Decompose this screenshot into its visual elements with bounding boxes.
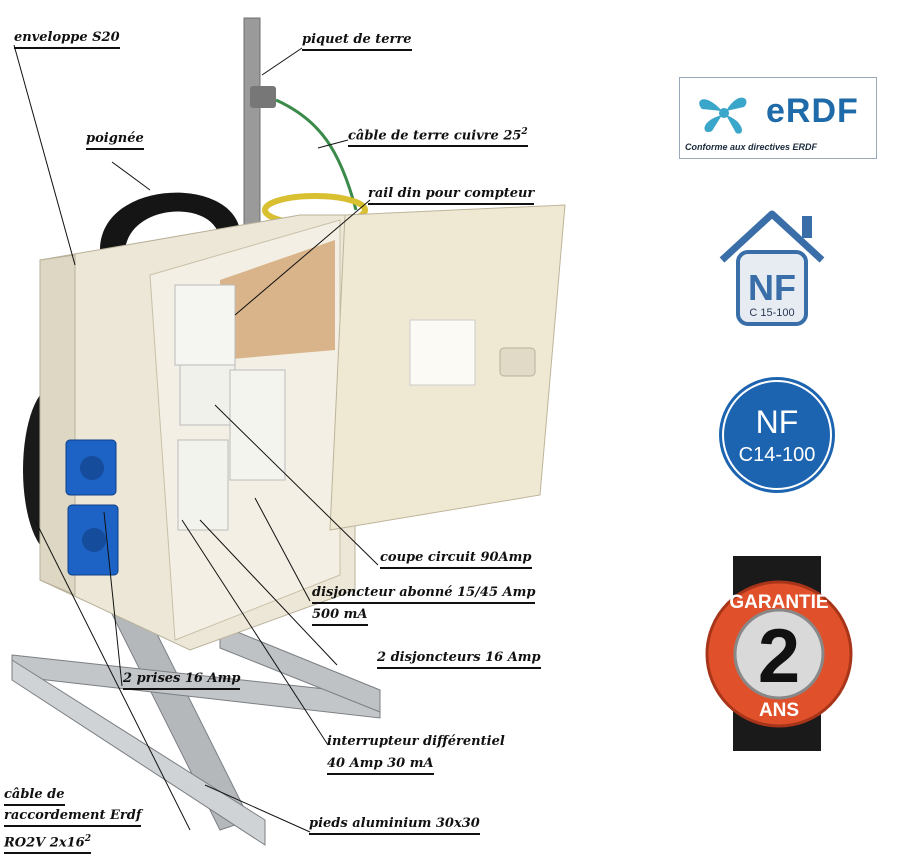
earth-rod bbox=[243, 17, 261, 229]
nf-house-icon: NF C 15-100 bbox=[719, 210, 825, 326]
garantie-badge: GARANTIE 2 ANS bbox=[705, 556, 857, 751]
label-cable-raccord-2: raccordement Erdf bbox=[4, 808, 142, 827]
erdf-fan-icon bbox=[699, 97, 747, 134]
label-interrupteur-1: interrupteur différentiel bbox=[327, 734, 505, 749]
label-cable-terre-text: câble de terre cuivre 25 bbox=[348, 128, 522, 144]
nf-circle-mark: NF bbox=[756, 404, 799, 440]
label-cable-terre-sup: 2 bbox=[521, 127, 528, 137]
label-interrupteur-2: 40 Amp 30 mA bbox=[327, 756, 434, 775]
nf-house-code: C 15-100 bbox=[749, 307, 794, 319]
erdf-subtitle: Conforme aux directives ERDF bbox=[685, 142, 818, 152]
earth-cable bbox=[275, 98, 358, 211]
label-cable-raccord-3: RO2V 2x162 bbox=[4, 831, 91, 855]
garantie-unit: ANS bbox=[759, 700, 799, 721]
label-enveloppe: enveloppe S20 bbox=[14, 30, 120, 49]
label-cable-raccord-3-text: RO2V 2x16 bbox=[4, 835, 85, 851]
nf-house-mark: NF bbox=[748, 267, 796, 308]
handle bbox=[100, 192, 240, 250]
garantie-word: GARANTIE bbox=[729, 592, 828, 613]
nf-c15-100-badge: NF C 15-100 bbox=[716, 208, 829, 328]
garantie-seal-icon: GARANTIE 2 ANS bbox=[705, 556, 853, 751]
label-cable-raccord-1: câble de bbox=[4, 787, 65, 806]
label-deux-disjoncteurs: 2 disjoncteurs 16 Amp bbox=[377, 650, 541, 669]
label-cable-terre: câble de terre cuivre 252 bbox=[348, 124, 528, 148]
label-piquet: piquet de terre bbox=[302, 32, 412, 51]
label-disjoncteur-abonne-2: 500 mA bbox=[312, 607, 368, 626]
label-rail: rail din pour compteur bbox=[368, 186, 535, 205]
nf-c14-100-badge: NF C14-100 bbox=[717, 375, 838, 496]
label-disjoncteur-abonne-1: disjoncteur abonné 15/45 Amp bbox=[312, 585, 536, 604]
erdf-wordmark: eRDF bbox=[766, 92, 859, 130]
garantie-number: 2 bbox=[758, 614, 800, 699]
nf-circle-code: C14-100 bbox=[739, 444, 816, 466]
label-coupe-circuit: coupe circuit 90Amp bbox=[380, 550, 532, 569]
label-pieds: pieds aluminium 30x30 bbox=[309, 816, 480, 835]
label-cable-raccord-sup: 2 bbox=[84, 834, 91, 844]
erdf-logo: eRDF Conforme aux directives ERDF bbox=[679, 77, 877, 159]
label-deux-prises: 2 prises 16 Amp bbox=[123, 671, 241, 690]
label-poignee: poignée bbox=[86, 131, 144, 150]
nf-circle-icon: NF C14-100 bbox=[719, 377, 835, 493]
